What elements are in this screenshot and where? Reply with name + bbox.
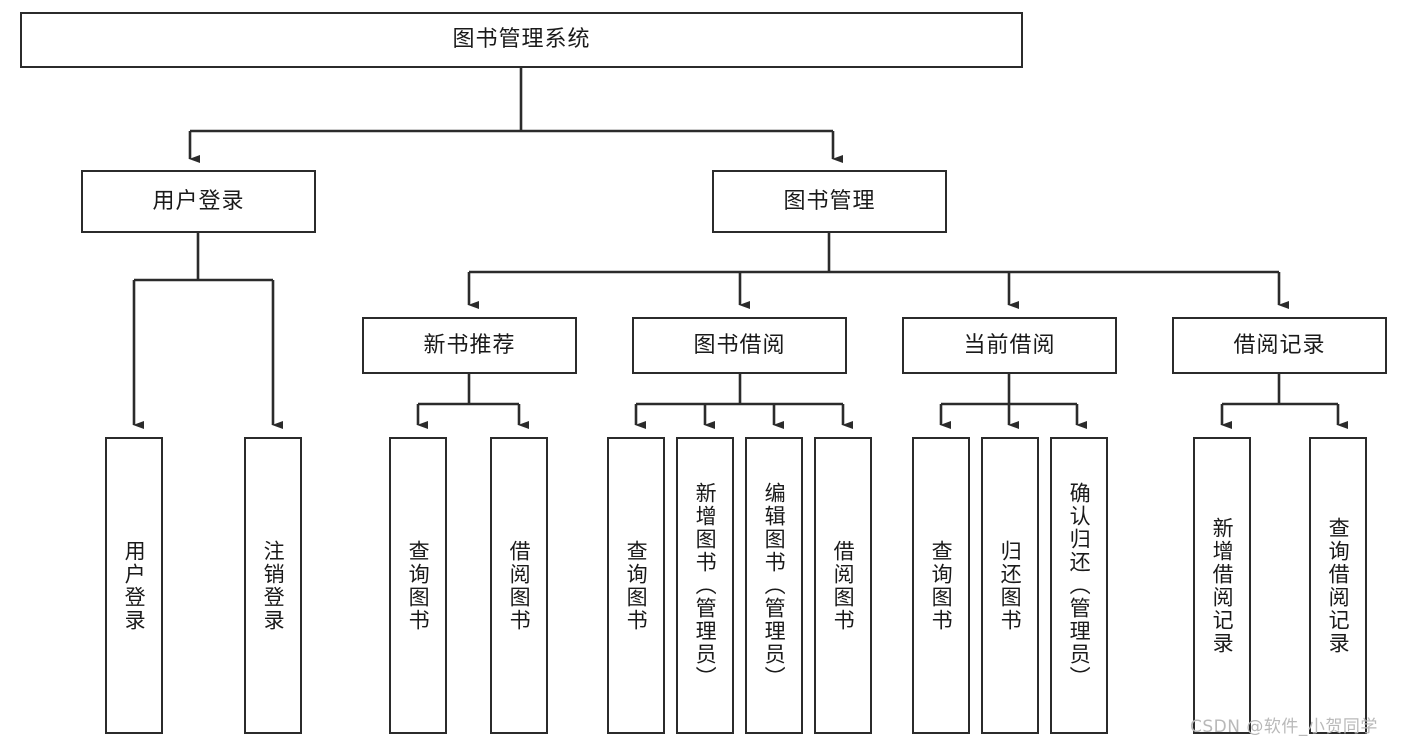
node-label: 查询借阅记录 [1326,516,1351,655]
node-label: 查询图书 [929,539,954,632]
leaf-add-book-admin[interactable]: 新增图书（管理员） [676,437,734,734]
node-label: 当前借阅 [963,332,1056,358]
node-label: 借阅图书 [507,539,532,632]
leaf-user-login[interactable]: 用户登录 [105,437,163,734]
watermark-csdn: CSDN @软件_小贺同学 [1190,717,1378,737]
node-label: 确认归还（管理员） [1067,482,1092,689]
node-label: 用户登录 [122,539,147,632]
node-label: 归还图书 [998,539,1023,632]
node-label: 用户登录 [152,188,245,214]
node-label: 查询图书 [406,539,431,632]
node-book-management[interactable]: 图书管理 [712,170,947,233]
leaf-confirm-return-admin[interactable]: 确认归还（管理员） [1050,437,1108,734]
node-label: 新增借阅记录 [1210,516,1235,655]
node-label: 编辑图书（管理员） [762,482,787,689]
node-label: 新书推荐 [423,332,516,358]
node-label: 借阅记录 [1233,332,1326,358]
leaf-query-book-recommend[interactable]: 查询图书 [389,437,447,734]
leaf-return-book[interactable]: 归还图书 [981,437,1039,734]
leaf-query-book-borrow[interactable]: 查询图书 [607,437,665,734]
node-current-borrow[interactable]: 当前借阅 [902,317,1117,374]
node-book-borrow[interactable]: 图书借阅 [632,317,847,374]
node-label: 图书管理 [783,188,876,214]
node-label: 图书借阅 [693,332,786,358]
leaf-query-borrow-record[interactable]: 查询借阅记录 [1309,437,1367,734]
leaf-edit-book-admin[interactable]: 编辑图书（管理员） [745,437,803,734]
node-root-book-management-system[interactable]: 图书管理系统 [20,12,1023,68]
node-label: 新增图书（管理员） [693,482,718,689]
leaf-borrow-book[interactable]: 借阅图书 [814,437,872,734]
node-label: 借阅图书 [831,539,856,632]
leaf-borrow-book-recommend[interactable]: 借阅图书 [490,437,548,734]
leaf-query-book-current[interactable]: 查询图书 [912,437,970,734]
node-label: 注销登录 [261,539,286,632]
node-label: 查询图书 [624,539,649,632]
node-label: 图书管理系统 [452,27,591,53]
leaf-add-borrow-record[interactable]: 新增借阅记录 [1193,437,1251,734]
node-user-login[interactable]: 用户登录 [81,170,316,233]
node-borrow-record[interactable]: 借阅记录 [1172,317,1387,374]
node-new-book-recommend[interactable]: 新书推荐 [362,317,577,374]
leaf-logout[interactable]: 注销登录 [244,437,302,734]
